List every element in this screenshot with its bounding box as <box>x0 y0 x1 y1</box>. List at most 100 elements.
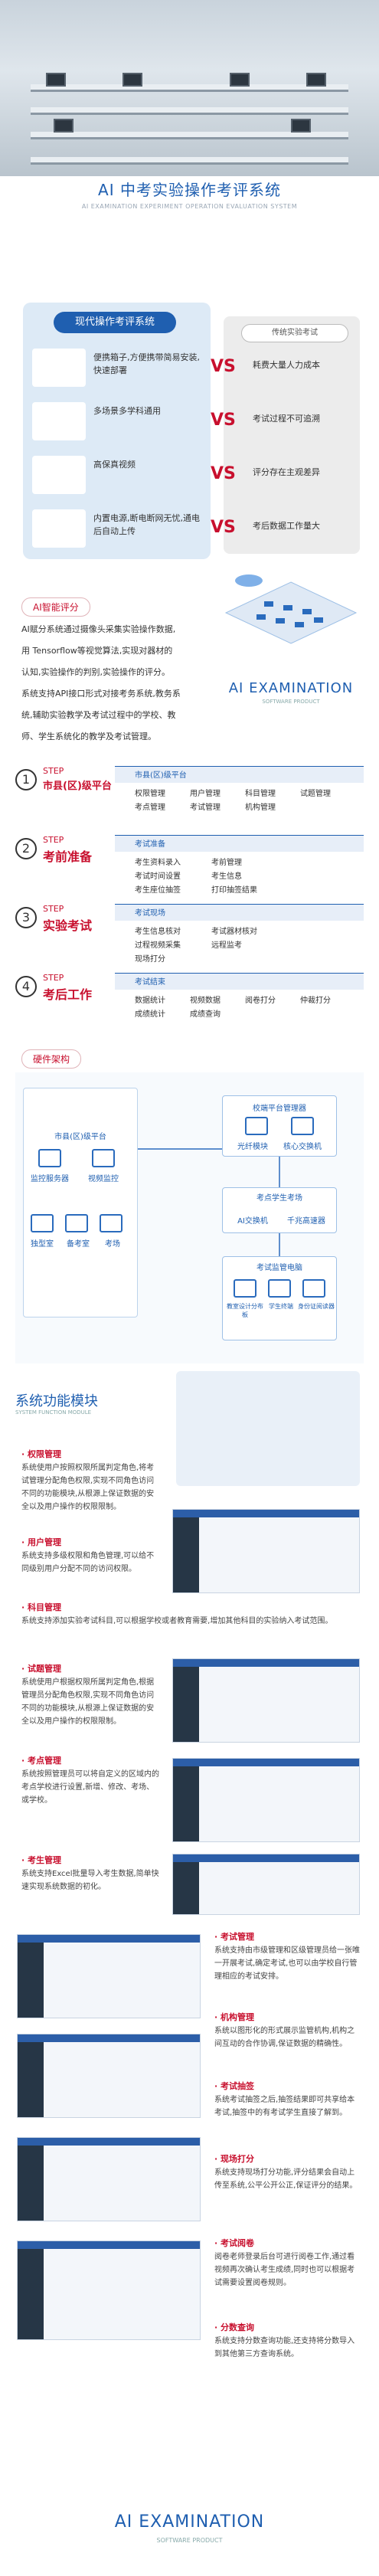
step-item: 考点管理 <box>135 804 165 812</box>
ai-brand-sub: SOFTWARE PRODUCT <box>262 699 320 705</box>
ai-switch-label: AI交换机 <box>237 1217 268 1226</box>
step-number: 2 <box>15 838 37 859</box>
fn-desc: 系统使用户根据权限所属判定角色,根据管理员分配角色权限,实现不同角色访问不同的功… <box>21 1678 155 1726</box>
screenshot-exam-site <box>172 1758 360 1842</box>
compare-row: 内置电源,断电断网无忧,通电后自动上传 VS 考后数据工作量大 <box>23 506 360 552</box>
fn-title: · 试题管理 <box>21 1664 62 1674</box>
step-item: 考试器材核对 <box>211 928 257 936</box>
vs-label: VS <box>211 464 236 483</box>
step-item: 考试时间设置 <box>135 872 181 881</box>
page-subtitle: AI EXAMINATION EXPERIMENT OPERATION EVAL… <box>81 203 298 210</box>
step-head: 考试准备 <box>115 836 364 852</box>
step-item: 权限管理 <box>135 790 165 798</box>
step-item: 成绩查询 <box>190 1010 221 1019</box>
step-item: 视频数据 <box>190 997 221 1005</box>
fn-desc: 系统支持添加实验考试科目,可以根据学校或者教育需要,增加其他科目的实验纳入考试范… <box>21 1617 333 1625</box>
ai-paragraph: AI赋分系统通过摄像头采集实验操作数据, <box>21 624 176 634</box>
fn-desc: 系统使用户按照权限所属判定角色,将考试管理分配角色权限,实现不同角色访问不同的功… <box>21 1464 155 1511</box>
site-label: 考点学生考场 <box>256 1194 302 1203</box>
step-item: 远程监考 <box>211 941 242 950</box>
screenshot-exam-manage <box>17 1934 201 2018</box>
terminal-icon <box>268 1279 291 1298</box>
step-item: 仲裁打分 <box>300 997 331 1005</box>
step-label: STEP <box>43 904 64 914</box>
monitor-server-label: 监控服务器 <box>31 1175 69 1183</box>
isometric-classroom-illustration <box>218 567 364 674</box>
traditional-drawback: 考后数据工作量大 <box>253 521 320 531</box>
fn-desc: 系统按照管理员可以将自定义的区域内的考点学校进行设置,新增、修改、考场、或学校。 <box>21 1770 159 1805</box>
step-2: 2 STEP 考前准备 考试准备 考生资料录入 考前管理 考试时间设置 考生信息… <box>15 835 364 895</box>
fn-desc: 系统考试抽签之后,抽签结果即可共享给本考试,抽签中的有考试学生直接了解到。 <box>214 2096 355 2117</box>
vs-label: VS <box>211 411 236 430</box>
step-head: 考试结束 <box>115 974 364 990</box>
step-box: 考试准备 考生资料录入 考前管理 考试时间设置 考生信息 考生座位抽签 打印抽签… <box>115 835 364 898</box>
fn-desc: 系统支持由市级管理和区级管理员给一张唯一开展考试,确定考试,也可以由学校自行管理… <box>214 1946 360 1981</box>
fn-desc: 系统支持分数查询功能,还支持将分数导入到其他第三方查询系统。 <box>214 2337 355 2358</box>
step-box: 考试结束 数据统计 视频数据 阅卷打分 仲裁打分 成绩统计 成绩查询 <box>115 973 364 1022</box>
fn-desc: 系统支持Excel批量导入考生数据,简单快速实现系统数据的初化。 <box>21 1870 159 1891</box>
ai-scoring-tag: AI智能评分 <box>21 597 90 617</box>
modern-feature: 高保真视频 <box>93 460 136 470</box>
room-label: 考场 <box>105 1240 120 1249</box>
fn-title: · 考生管理 <box>21 1855 62 1865</box>
traditional-drawback: 考试过程不可追溯 <box>253 414 320 424</box>
step-title: 考后工作 <box>43 987 93 1002</box>
gigabit-label: 千兆高速器 <box>287 1217 325 1226</box>
step-title: 考前准备 <box>43 849 93 864</box>
device-image <box>32 402 86 440</box>
step-number: 1 <box>15 769 37 790</box>
id-reader-icon <box>302 1279 325 1298</box>
fn-desc: 系统以图形化的形式展示监管机构,机构之间互动的合作协调,保证数据的精确性。 <box>214 2027 355 2048</box>
device-image <box>32 509 86 548</box>
fn-title: · 分数查询 <box>214 2322 255 2332</box>
compare-row: 高保真视频 VS 评分存在主观差异 <box>23 452 360 498</box>
terminal-label: 学生终端 <box>269 1303 293 1310</box>
step-item: 成绩统计 <box>135 1010 165 1019</box>
school-platform-box <box>222 1095 337 1157</box>
core-switch-label: 核心交换机 <box>283 1143 322 1151</box>
ai-paragraph: 师、学生系统化的教学及考试管理。 <box>21 732 156 741</box>
step-item: 考试管理 <box>190 804 221 812</box>
fn-desc: 系统支持多级权限和角色管理,可以给不同级别用户分配不同的访问权限。 <box>21 1552 155 1573</box>
functions-title-en: SYSTEM FUNCTION MODULE <box>15 1409 92 1416</box>
fn-title: · 考点管理 <box>21 1756 62 1766</box>
ai-paragraph: 认知,实验操作的判别,实验操作的评分。 <box>21 667 170 677</box>
board-label: 教室设计分布板 <box>227 1303 263 1318</box>
screenshot-score <box>17 2137 201 2221</box>
step-number: 4 <box>15 976 37 997</box>
traditional-drawback: 评分存在主观差异 <box>253 467 320 477</box>
step-item: 过程视频采集 <box>135 941 181 950</box>
school-platform-label: 校端平台管理器 <box>253 1105 306 1113</box>
fn-title: · 现场打分 <box>214 2154 255 2164</box>
step-label: STEP <box>43 973 64 983</box>
step-item: 用户管理 <box>190 790 221 798</box>
room-label: 备考室 <box>67 1240 90 1249</box>
compare-row: 多场景多学科通用 VS 考试过程不可追溯 <box>23 398 360 444</box>
ai-brand: AI EXAMINATION <box>228 680 354 696</box>
device-image <box>32 456 86 494</box>
board-icon <box>234 1279 256 1298</box>
fiber-module-label: 光纤模块 <box>237 1143 268 1151</box>
video-monitor-icon <box>92 1149 115 1167</box>
step-label: STEP <box>43 835 64 845</box>
fn-title: · 用户管理 <box>21 1537 62 1547</box>
screenshot-permission <box>172 1509 360 1593</box>
monitor-server-icon <box>38 1149 61 1167</box>
function-illustration <box>176 1371 360 1486</box>
room-icon <box>31 1214 54 1232</box>
comparison-section: 现代操作考评系统 传统实验考试 便携箱子,方便携带简易安装,快速部署 VS 耗费… <box>23 303 360 559</box>
modern-feature: 便携箱子,方便携带简易安装,快速部署 <box>93 352 200 375</box>
county-platform-label: 市县(区)级平台 <box>54 1133 106 1141</box>
ai-paragraph: 统,辅助实验教学及考试过程中的学校、教 <box>21 710 176 720</box>
screenshot-review <box>17 2240 201 2340</box>
fiber-module-icon <box>245 1117 268 1135</box>
vs-label: VS <box>211 357 236 376</box>
step-item: 考生资料录入 <box>135 859 181 867</box>
traditional-panel <box>224 316 360 554</box>
fn-desc: 阅卷老师登录后台可进行阅卷工作,通过看视频再次确认考生成绩,同时也可以根据考试需… <box>214 2253 355 2287</box>
modern-feature: 内置电源,断电断网无忧,通电后自动上传 <box>93 513 200 536</box>
step-item: 科目管理 <box>245 790 276 798</box>
traditional-title: 传统实验考试 <box>241 324 348 342</box>
ai-description: AI赋分系统通过摄像头采集实验操作数据, 用 Tensorflow等视觉算法,实… <box>21 619 205 748</box>
step-1: 1 STEP 市县(区)级平台 市县(区)级平台 权限管理 用户管理 科目管理 … <box>15 766 364 820</box>
